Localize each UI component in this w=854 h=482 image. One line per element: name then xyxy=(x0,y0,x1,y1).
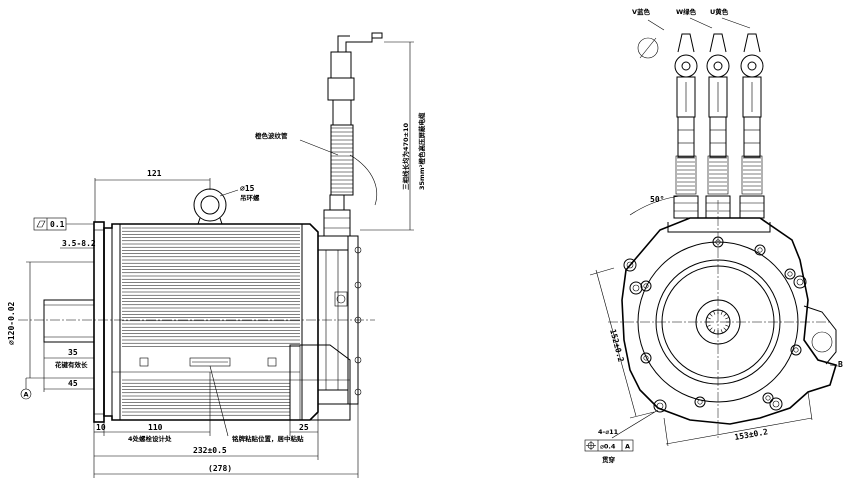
mounting-hole xyxy=(769,397,783,411)
flange-bolt xyxy=(754,244,766,256)
flange-ring xyxy=(637,241,799,403)
dim-232: 232±0.5 xyxy=(193,446,227,455)
label-w-green: W绿色 xyxy=(676,7,697,16)
cable-corrugated-sleeve xyxy=(327,32,383,206)
note-cable-length: 三相线长均为470±10 xyxy=(401,122,410,190)
mounting-holes xyxy=(623,236,807,413)
note-cable-sleeve: 橙色波纹管 xyxy=(255,131,288,140)
cooling-fins xyxy=(122,227,300,416)
rear-bracket xyxy=(289,344,351,421)
side-lobe xyxy=(803,305,837,365)
dim-110: 110 xyxy=(148,423,163,432)
note-4holes: 4处螺栓设计处 xyxy=(128,434,172,443)
angle-50: 50° xyxy=(650,195,664,204)
flange-bolt xyxy=(762,392,774,404)
note-cable-spec: 35mm²橙色高压屏蔽电缆 xyxy=(417,112,426,190)
dim-45: 45 xyxy=(68,379,78,388)
position-datum: A xyxy=(625,443,630,451)
lifting-eye-dia: ⌀15 xyxy=(240,184,255,193)
flange-bolt xyxy=(640,280,652,292)
flange-bolt xyxy=(790,344,802,356)
phase-lead-w xyxy=(705,33,731,219)
mounting-hole xyxy=(623,258,637,272)
flange-bolt xyxy=(640,352,652,364)
front-housing-outline xyxy=(621,217,838,425)
position-tolerance-frame: ⌀0.4 A xyxy=(584,439,634,452)
front-view: V蓝色 W绿色 U黄色 50° 152±0.2 153±0.2 B 4-⌀11 xyxy=(584,7,843,464)
phase-lead-u xyxy=(739,33,765,219)
position-tol: ⌀0.4 xyxy=(600,443,616,451)
flange-bolt xyxy=(694,396,706,408)
label-u-yellow: U黄色 xyxy=(710,7,729,16)
dim-153: 153±0.2 xyxy=(734,427,769,442)
flange-bolt xyxy=(784,268,796,280)
side-view: 121 ⌀15 吊环螺 0.1 3.5-8.2 ⌀120-0.02 35 花键有… xyxy=(7,32,426,478)
spline xyxy=(706,310,730,334)
datum-a-circle xyxy=(20,388,32,400)
cable-gland xyxy=(323,194,351,237)
motor-shaft xyxy=(43,299,95,343)
mounting-hole xyxy=(629,281,643,295)
dim-35: 35 xyxy=(68,348,78,357)
datum-a: A xyxy=(24,391,29,399)
lifting-eye xyxy=(193,188,227,225)
holes-note: 4-⌀11 xyxy=(598,428,619,436)
mounting-hole xyxy=(793,275,807,289)
mounting-hole xyxy=(653,399,667,413)
lifting-eye-note: 吊环螺 xyxy=(240,193,260,202)
note-shaft: 花键有效长 xyxy=(55,360,88,369)
dim-25: 25 xyxy=(299,423,309,432)
dim-121: 121 xyxy=(147,169,162,178)
flatness-value: 0.1 xyxy=(50,220,65,229)
phase-leads xyxy=(673,33,765,219)
dim-278: (278) xyxy=(208,464,232,473)
note-label: 铭牌粘贴位置，居中粘贴 xyxy=(232,434,304,443)
dim-gap: 3.5-8.2 xyxy=(62,239,96,248)
dia-shaft: ⌀120-0.02 xyxy=(7,301,16,345)
flange-bolt xyxy=(712,236,724,248)
mounting-flange xyxy=(93,221,105,423)
flatness-frame: 0.1 xyxy=(33,217,94,231)
dim-10: 10 xyxy=(96,423,106,432)
phase-lead-v xyxy=(673,33,699,219)
holes-sub: 贯穿 xyxy=(602,455,616,464)
datum-b: B xyxy=(838,360,843,369)
label-v-blue: V蓝色 xyxy=(632,7,651,16)
